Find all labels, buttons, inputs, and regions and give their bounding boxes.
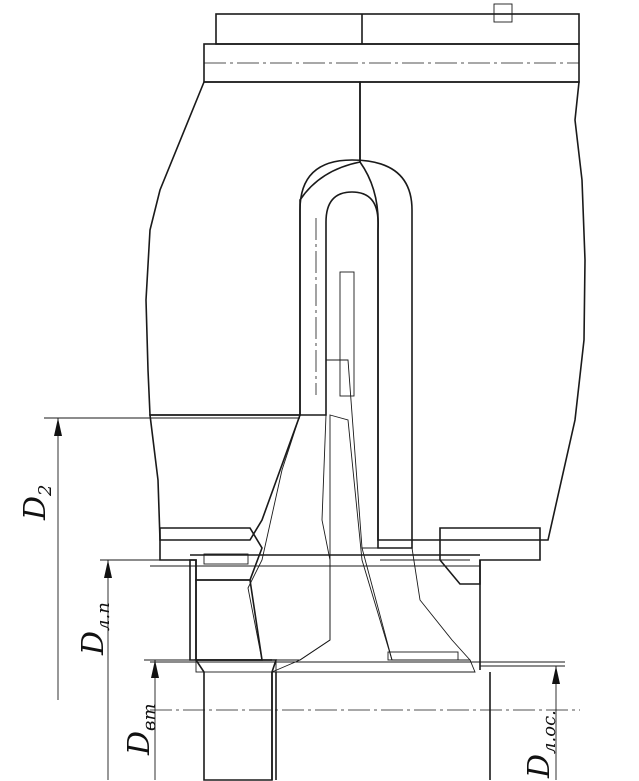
dimension-label-dlos: Dл.ос. xyxy=(522,710,560,778)
dim-d2-sub: 2 xyxy=(35,484,56,496)
dim-dlos-sub: л.ос. xyxy=(539,710,560,754)
housing-left xyxy=(145,81,361,416)
return-channel xyxy=(299,159,413,549)
shaft-bottom xyxy=(194,659,278,781)
outlet-flange-ring xyxy=(439,527,541,585)
dimension-label-dvt: Dвт xyxy=(122,703,160,755)
dim-dln-main: D xyxy=(76,630,111,655)
dim-dlos-main: D xyxy=(522,753,557,778)
seal-knurl-mark xyxy=(493,3,513,23)
housing-left-lower xyxy=(149,414,302,541)
suction-inlet xyxy=(189,559,197,661)
dim-dvt-main: D xyxy=(122,730,157,755)
impeller-disc-rear xyxy=(361,547,472,661)
dim-dvt-sub: вт xyxy=(139,703,160,731)
inlet-pipe xyxy=(195,579,263,661)
impeller-hub xyxy=(271,414,476,673)
shaft-top-strip xyxy=(203,3,580,83)
dimension-lines xyxy=(44,417,565,780)
diffuser-vane xyxy=(325,191,379,549)
labyrinth-seal-right xyxy=(387,651,459,661)
labyrinth-seal-left xyxy=(203,553,249,565)
dim-dln-sub: л.п xyxy=(93,602,114,631)
dimension-label-d2: D2 xyxy=(18,484,56,520)
housing-right xyxy=(359,81,586,541)
dim-d2-main: D xyxy=(18,495,53,520)
vane-insert xyxy=(339,271,355,397)
impeller-disc-front xyxy=(247,414,331,661)
dimension-label-dln: Dл.п xyxy=(76,602,114,655)
